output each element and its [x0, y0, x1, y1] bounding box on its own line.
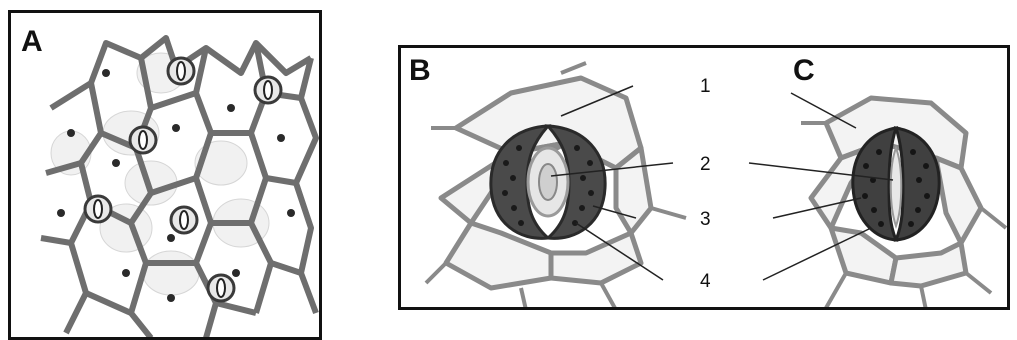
epidermis-drawing: [11, 13, 322, 340]
open-stoma: [426, 63, 686, 310]
callout-2: 2: [700, 154, 711, 176]
callout-3: 3: [700, 209, 711, 231]
callout-4: 4: [700, 271, 711, 293]
panel-bc: B C: [398, 45, 1010, 310]
callout-1: 1: [700, 76, 711, 98]
panel-a: A: [8, 10, 322, 340]
